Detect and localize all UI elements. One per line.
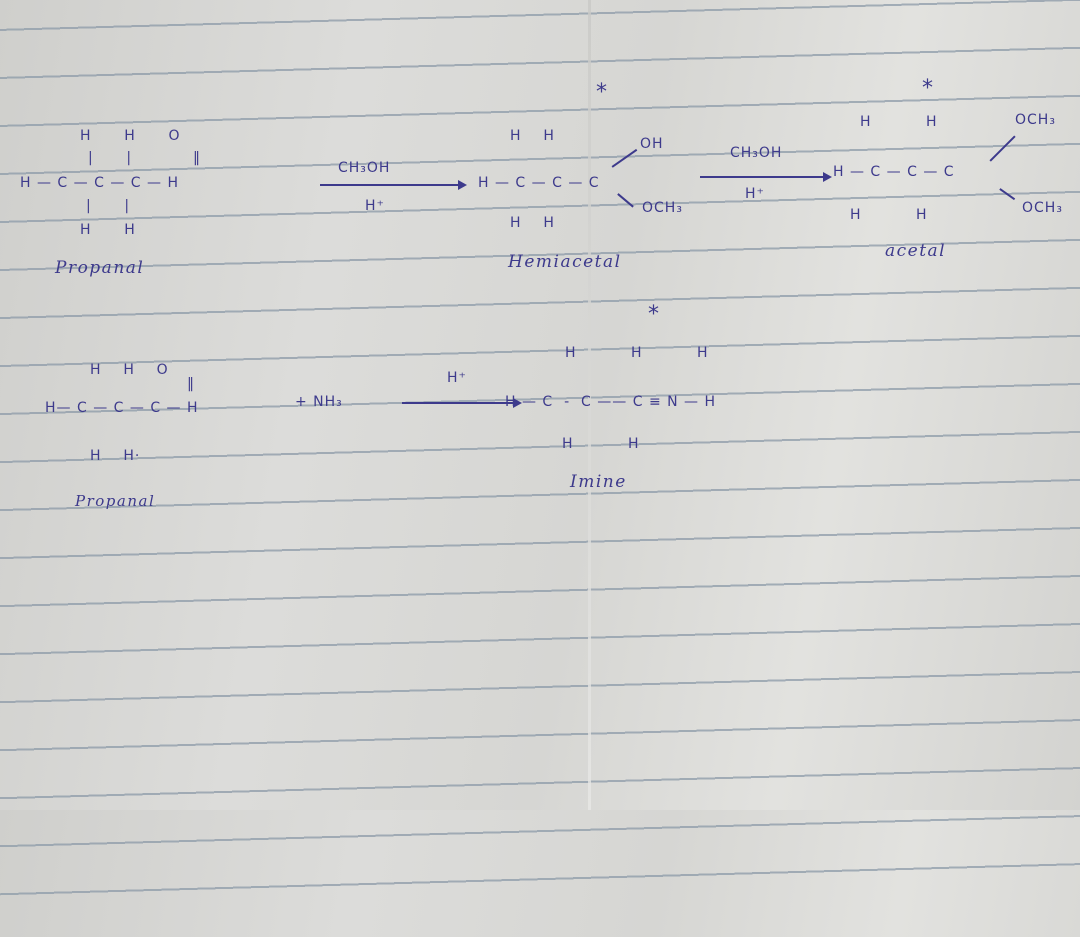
hemiacetal-label: Hemiacetal — [508, 252, 622, 272]
propanal-main-chain: H — C — C — C — H — [20, 175, 179, 191]
imine-main-chain: H — C - C —— C ≡ N — H — [505, 394, 717, 410]
chiral-asterisk: * — [648, 302, 660, 327]
arrow1-reagent: CH₃OH — [338, 160, 391, 176]
imine-label: Imine — [570, 472, 627, 492]
bonds: | | — [86, 198, 131, 214]
propanal-label: Propanal — [75, 492, 156, 510]
acetal-bottom-atoms: H H — [850, 207, 928, 223]
imine-top-atoms: H H H — [565, 345, 709, 361]
acetal-main-chain: H — C — C — C — [833, 164, 955, 180]
acetal-och3-top: OCH₃ — [1015, 112, 1056, 128]
propanal-main-chain: H— C — C — C — H — [45, 400, 199, 416]
page-fold — [588, 0, 591, 810]
reaction-arrow — [320, 180, 467, 190]
propanal-bottom-atoms: H H· — [90, 448, 141, 464]
carbonyl-double-bond: ‖ — [187, 376, 195, 392]
hemiacetal-oh: OH — [640, 136, 664, 152]
propanal-top-atoms: H H O — [80, 128, 181, 144]
chiral-asterisk: * — [922, 76, 934, 101]
hemiacetal-main-chain: H — C — C — C — [478, 175, 600, 191]
arrow2-reagent: CH₃OH — [730, 145, 783, 161]
reaction-arrow — [402, 398, 522, 408]
propanal-label: Propanal — [55, 258, 145, 278]
catalyst: H⁺ — [447, 370, 467, 386]
hemiacetal-och3: OCH₃ — [642, 200, 683, 216]
acetal-label: acetal — [885, 241, 947, 261]
hemiacetal-top-atoms: H H — [510, 128, 555, 144]
imine-bottom-atoms: H H — [562, 436, 640, 452]
arrow1-catalyst: H⁺ — [365, 198, 385, 214]
arrow2-catalyst: H⁺ — [745, 186, 765, 202]
ammonia-reagent: + NH₃ — [295, 394, 343, 410]
reaction-arrow — [700, 172, 832, 182]
propanal-top-atoms: H H O — [90, 362, 169, 378]
acetal-och3-bottom: OCH₃ — [1022, 200, 1063, 216]
chiral-asterisk: * — [596, 80, 608, 105]
acetal-top-atoms: H H — [860, 114, 938, 130]
bonds: | | — [88, 150, 165, 166]
propanal-bottom-atoms: H H — [80, 222, 136, 238]
carbonyl-double-bond: ‖ — [193, 150, 201, 166]
hemiacetal-bottom-atoms: H H — [510, 215, 555, 231]
